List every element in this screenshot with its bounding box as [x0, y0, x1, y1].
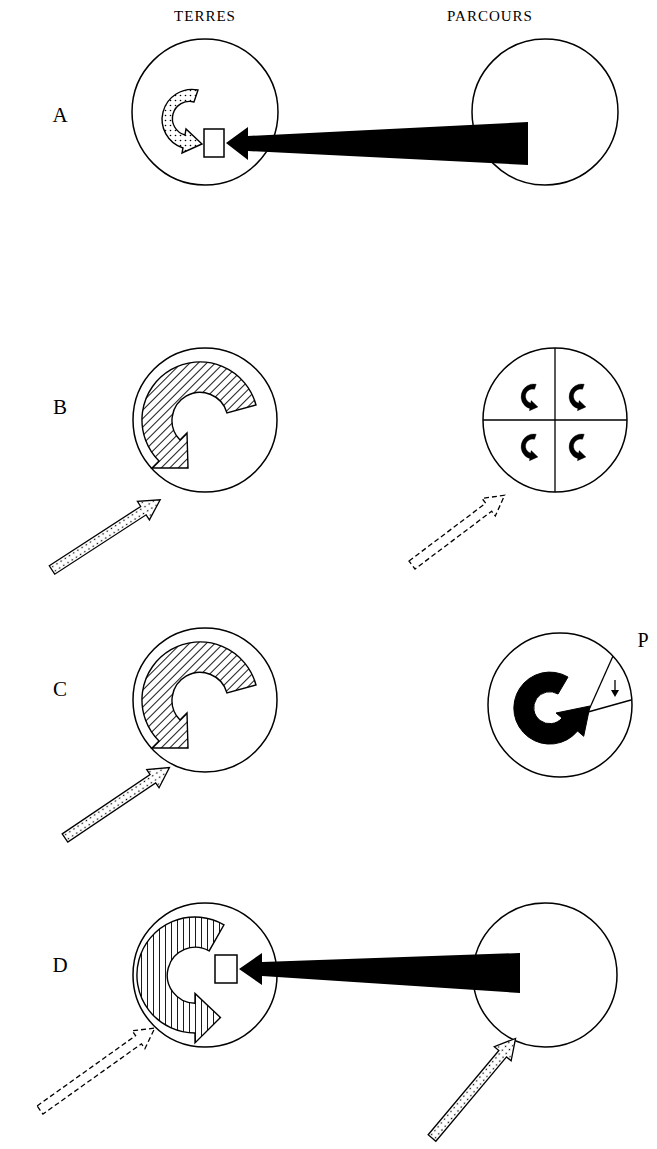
input-arrow	[405, 486, 511, 573]
land-circle	[132, 39, 278, 185]
cycle-arrow	[521, 434, 538, 461]
input-arrow	[34, 1019, 162, 1119]
small-arrow-head	[611, 690, 619, 697]
row-letter: A	[52, 104, 67, 127]
range-circle	[488, 633, 632, 777]
land-circle	[133, 348, 277, 492]
cycle-arrow	[521, 384, 538, 411]
stock-box	[215, 955, 237, 983]
row-letter: B	[53, 396, 67, 419]
input-arrow	[59, 758, 176, 847]
input-arrow	[424, 1031, 524, 1145]
division-line	[588, 656, 613, 712]
cycle-arrow	[514, 672, 590, 744]
row-letter: C	[53, 678, 67, 701]
range-circle	[483, 348, 627, 492]
cycle-arrow	[569, 384, 586, 411]
input-arrow	[46, 491, 166, 580]
cycle-arrow	[162, 89, 202, 153]
region-letter: P	[637, 629, 648, 651]
land-circle	[133, 628, 277, 772]
column-heading: TERRES	[174, 8, 236, 25]
cycle-arrow	[142, 642, 256, 748]
transfer-arrow	[239, 953, 520, 993]
division-line	[588, 700, 631, 712]
transfer-arrow	[226, 122, 528, 165]
stock-box	[204, 129, 224, 157]
cycle-arrow	[569, 434, 586, 461]
cycle-arrow	[142, 362, 256, 468]
division-line	[554, 348, 555, 492]
column-heading: PARCOURS	[447, 8, 533, 25]
row-letter: D	[52, 954, 67, 977]
